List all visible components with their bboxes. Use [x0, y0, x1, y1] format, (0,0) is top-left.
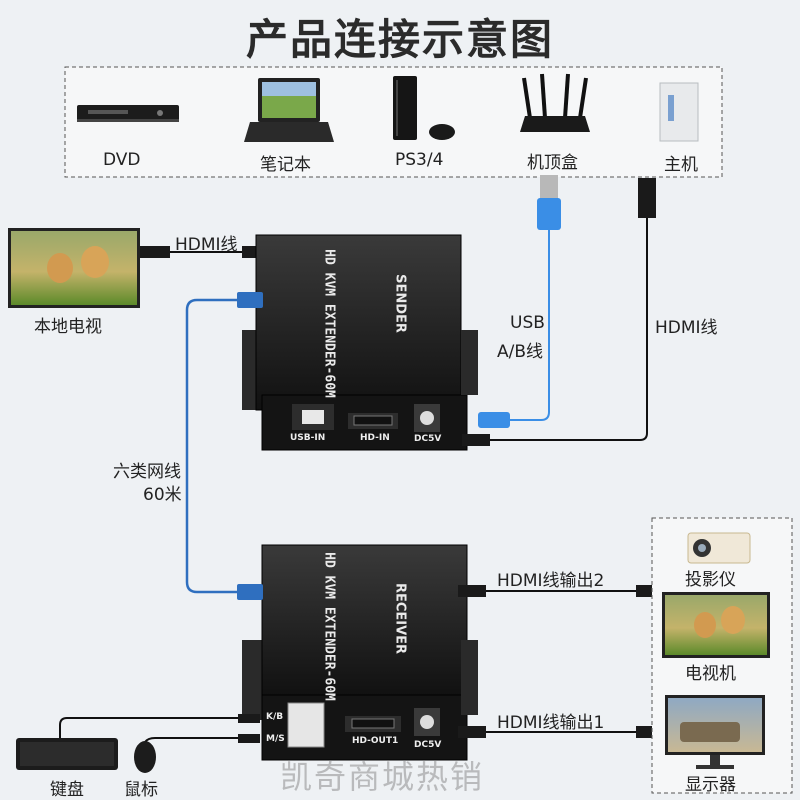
receiver-role-text: RECEIVER [392, 582, 408, 655]
usb-label-line2: A/B线 [497, 342, 544, 362]
pc-tower-icon [659, 82, 699, 142]
sender-model-text: HD KVM EXTENDER-60M [321, 249, 337, 398]
laptop-icon [244, 78, 334, 142]
hdmi-out2-label: HDMI线输出2 [497, 571, 605, 591]
mouse-icon [134, 741, 156, 773]
peripheral-label-keyboard: 键盘 [50, 780, 84, 800]
peripheral-label-mouse: 鼠标 [124, 780, 158, 800]
game-console-icon [393, 76, 455, 140]
page-title: 产品连接示意图 [245, 15, 554, 64]
local-tv-icon [8, 228, 140, 308]
receiver-port-hdout: HD-OUT1 [352, 736, 399, 746]
hdmi-out1-label: HDMI线输出1 [497, 713, 605, 733]
sender-port-hdin: HD-IN [360, 433, 390, 443]
dvd-player-icon [77, 105, 179, 122]
sender-port-dc: DC5V [414, 434, 442, 444]
tv-icon [662, 592, 770, 658]
source-label-ps: PS3/4 [395, 150, 444, 170]
sender-port-usb: USB-IN [290, 433, 326, 443]
network-label-line1: 六类网线 [113, 462, 181, 482]
sender-device [242, 234, 478, 451]
router-icon [520, 73, 590, 132]
source-label-laptop: 笔记本 [260, 155, 311, 175]
receiver-model-text: HD KVM EXTENDER-60M [321, 552, 337, 701]
projector-icon [687, 532, 751, 564]
output-label-tv: 电视机 [685, 664, 736, 684]
output-label-projector: 投影仪 [685, 570, 736, 590]
receiver-port-kb: K/B [266, 712, 284, 722]
network-label-line2: 60米 [143, 485, 182, 505]
monitor-icon [665, 695, 765, 769]
source-label-settop: 机顶盒 [527, 153, 578, 173]
usb-ab-cable [478, 175, 561, 428]
hdmi-local-label: HDMI线 [175, 235, 238, 255]
usb-label-line1: USB [510, 313, 545, 333]
local-tv-label: 本地电视 [34, 317, 102, 337]
mouse-cable [144, 734, 260, 743]
source-label-dvd: DVD [103, 150, 141, 170]
hdmi-main-cable [462, 178, 656, 446]
receiver-device [242, 544, 478, 761]
receiver-port-ms: M/S [266, 734, 285, 744]
source-label-host: 主机 [664, 155, 698, 175]
receiver-port-dc: DC5V [414, 740, 442, 750]
keyboard-icon [16, 738, 118, 770]
hdmi-main-label: HDMI线 [655, 318, 718, 338]
keyboard-cable [59, 714, 260, 738]
sender-role-text: SENDER [392, 274, 408, 333]
watermark: 凯奇商城热销 [280, 758, 485, 796]
network-cable [185, 292, 263, 600]
output-label-monitor: 显示器 [685, 775, 736, 795]
